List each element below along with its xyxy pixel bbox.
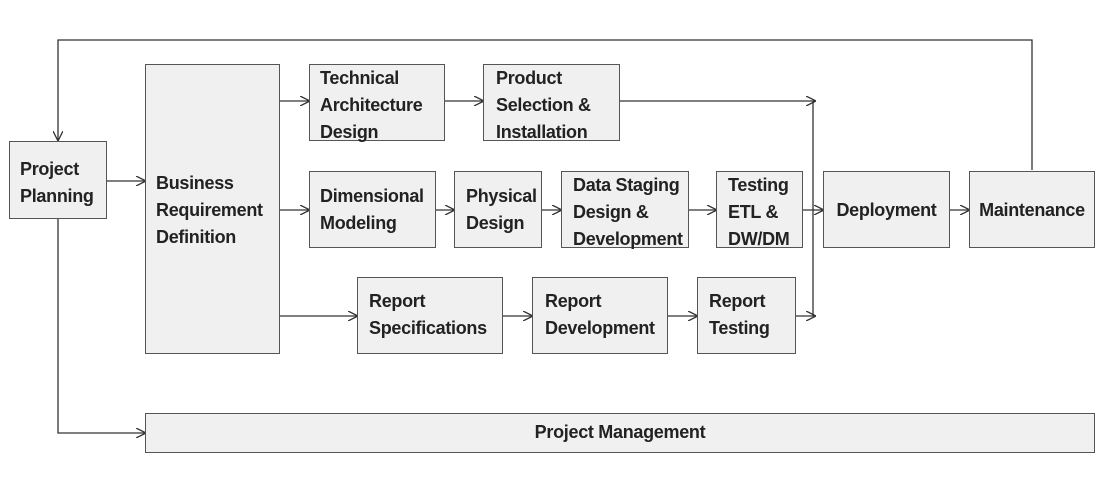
feedback-loop-arrow (58, 39, 1033, 170)
project-planning-box: Project Planning (9, 141, 107, 219)
report-testing-box: Report Testing (697, 277, 796, 354)
physical-design-box: Physical Design (454, 171, 542, 248)
dimensional-modeling-box: Dimensional Modeling (309, 171, 436, 248)
data-staging-box: Data Staging Design & Development (561, 171, 689, 249)
technical-architecture-design-box: Technical Architecture Design (309, 64, 445, 142)
deployment-box: Deployment (823, 171, 950, 248)
project-management-box: Project Management (145, 413, 1095, 453)
business-requirement-definition-box: Business Requirement Definition (145, 64, 280, 354)
arrow-planning-to-management (57, 219, 145, 433)
report-specifications-box: Report Specifications (357, 277, 503, 354)
product-selection-installation-box: Product Selection & Installation (483, 64, 620, 142)
testing-etl-box: Testing ETL & DW/DM (716, 171, 803, 249)
report-development-box: Report Development (532, 277, 668, 354)
maintenance-box: Maintenance (969, 171, 1095, 248)
